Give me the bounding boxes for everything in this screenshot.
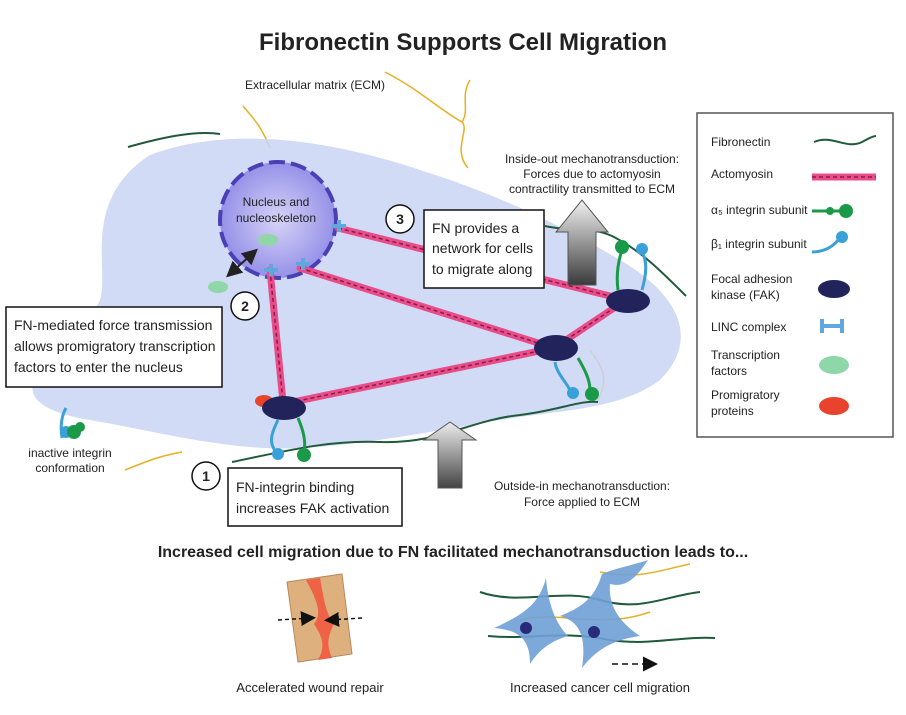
figure-title: Fibronectin Supports Cell Migration [259,29,667,56]
cancer-migration-illustration [479,560,716,672]
legend-label: Transcription [711,348,780,362]
step-3-number: 3 [396,211,404,227]
ecm-fiber [461,79,471,123]
fak [606,289,650,313]
legend-label: factors [711,364,747,378]
cancer-cell [560,560,648,668]
legend-label: proteins [711,404,754,418]
step-2-box [5,306,223,388]
fak [534,335,578,361]
step-1-badge [191,461,221,491]
inactive-label-line: inactive integrin [28,446,111,460]
inside-out-line: Forces due to actomyosin [523,167,660,181]
outcome-label: Increased cancer cell migration [510,680,690,695]
outside-in-line: Outside-in mechanotransduction: [494,479,670,493]
inside-out-arrow [554,199,610,286]
beta1-integrin-icon [811,231,848,254]
outside-in-line: Force applied to ECM [524,495,640,509]
step-2-badge [230,291,260,321]
ecm-label: Extracellular matrix (ECM) [245,78,385,92]
focal-adhesion-left [255,395,311,462]
wound-repair-illustration [277,573,363,663]
actomyosin-fiber [279,344,558,408]
legend-label: Focal adhesion [711,272,792,286]
legend-label: β₁ integrin subunit [711,237,807,251]
fibronectin-strand [127,131,221,148]
fak-icon [818,280,850,298]
step-1-number: 1 [202,468,210,484]
legend-label: kinase (FAK) [711,288,780,302]
fak [262,396,306,420]
step-2-line: factors to enter the nucleus [14,359,183,375]
ecm-fiber [124,451,183,471]
inside-out-line: contractility transmitted to ECM [509,182,675,196]
legend-label: Fibronectin [711,135,770,149]
step-1-line: FN-integrin binding [236,479,354,495]
step-3-line: network for cells [432,240,533,256]
fibronectin-icon [813,135,877,146]
step-1-box [227,467,403,527]
step-2-line: FN-mediated force transmission [14,317,212,333]
translocation-arrow [226,248,258,278]
outside-in-arrow [422,421,478,489]
step-3-line: to migrate along [432,261,532,277]
legend-label: Promigratory [711,388,780,402]
linc-complex-icon [820,319,844,333]
nucleus-label-line: Nucleus and [243,195,310,209]
transcription-factor [258,234,278,246]
transcription-factor [208,281,228,293]
legend-label: α₅ integrin subunit [711,203,808,217]
legend-box [696,112,894,438]
nucleus-label-line: nucleoskeleton [236,211,316,225]
step-2-line: allows promigratory transcription [14,338,216,354]
step-2-number: 2 [241,298,249,314]
legend-label: Actomyosin [711,167,773,181]
step-3-badge [385,204,415,234]
step-1-line: increases FAK activation [236,500,389,516]
transcription-factor-icon [819,356,849,374]
inside-out-line: Inside-out mechanotransduction: [505,152,679,166]
cancer-cell [494,578,568,664]
linc-complex [264,220,346,276]
step-3-line: FN provides a [432,220,519,236]
outcome-label: Accelerated wound repair [236,680,384,695]
bottom-heading: Increased cell migration due to FN facil… [158,544,748,561]
focal-adhesion-middle [534,335,599,401]
step-3-box [423,209,545,289]
legend-label: LINC complex [711,320,786,334]
alpha5-integrin-icon [812,204,853,218]
inactive-label-line: conformation [35,461,104,475]
promigratory-protein-icon [819,397,849,415]
ecm-fiber [384,71,469,169]
inactive-integrin [59,407,85,439]
focal-adhesion-right [606,240,650,313]
